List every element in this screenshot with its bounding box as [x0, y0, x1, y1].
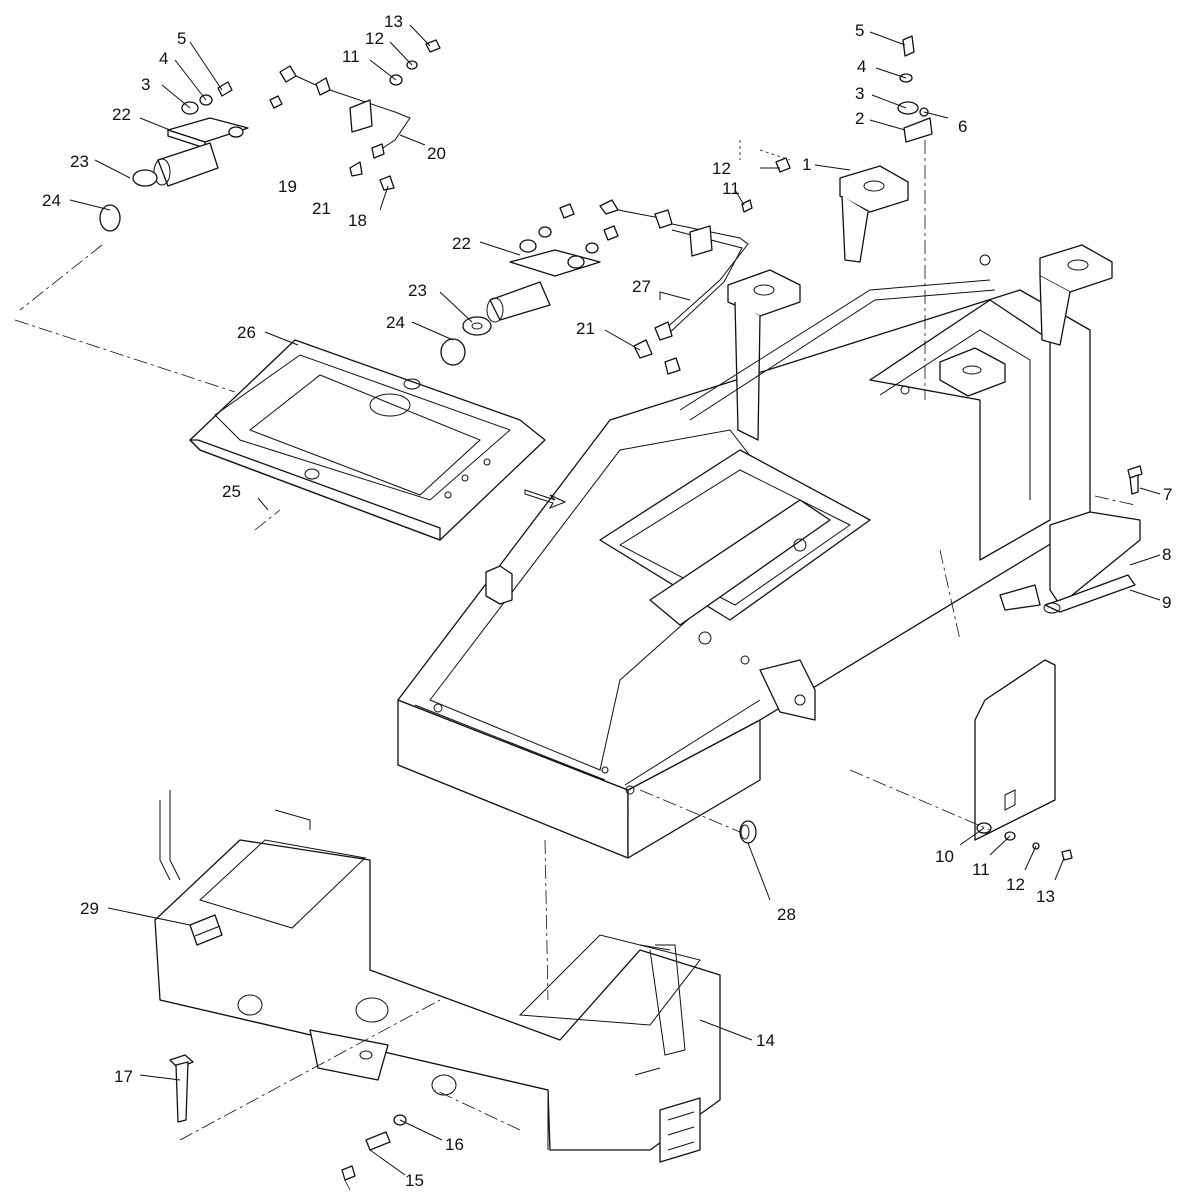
callout-22: 22 — [112, 105, 131, 124]
callout-12: 12 — [1006, 875, 1025, 894]
left-bushing-assembly — [99, 81, 283, 232]
callout-15: 15 — [405, 1171, 424, 1190]
callout-13b: 13 — [384, 12, 403, 31]
callout-28: 28 — [777, 905, 796, 924]
callout-6: 6 — [958, 117, 967, 136]
callout-23: 23 — [70, 152, 89, 171]
callout-3b: 3 — [141, 75, 150, 94]
center-hydraulic-line — [599, 157, 791, 375]
callout-21: 21 — [312, 199, 331, 218]
plug — [739, 820, 757, 844]
callout-24b: 24 — [386, 313, 405, 332]
callout-12c: 12 — [712, 159, 731, 178]
callout-labels: 1 2 3 4 5 6 7 8 9 10 11 12 13 14 15 16 1… — [42, 12, 1172, 1190]
main-frame — [397, 165, 1141, 859]
callout-4: 4 — [857, 57, 866, 76]
callout-5b: 5 — [177, 29, 186, 48]
callout-20: 20 — [427, 144, 446, 163]
bolt-washer — [341, 1114, 407, 1181]
callout-11b: 11 — [342, 47, 360, 66]
callout-16: 16 — [445, 1135, 464, 1154]
callout-3: 3 — [855, 84, 864, 103]
callout-24: 24 — [42, 191, 61, 210]
callout-2: 2 — [855, 109, 864, 128]
callout-10: 10 — [935, 847, 954, 866]
callout-5: 5 — [855, 21, 864, 40]
leader-lines — [69, 24, 1161, 1176]
callout-8: 8 — [1162, 545, 1171, 564]
callout-26: 26 — [237, 323, 256, 342]
left-hydraulic-line — [279, 39, 441, 191]
callout-11c: 11 — [722, 179, 740, 198]
center-bushing-assembly — [440, 203, 619, 366]
callout-25: 25 — [222, 482, 241, 501]
lock-pin — [169, 1054, 194, 1123]
callout-22b: 22 — [452, 234, 471, 253]
callout-9: 9 — [1162, 593, 1171, 612]
callout-11: 11 — [972, 860, 990, 879]
callout-14: 14 — [756, 1031, 775, 1050]
callout-1: 1 — [802, 155, 811, 174]
callout-17: 17 — [114, 1067, 133, 1086]
callout-19: 19 — [278, 177, 297, 196]
callout-7: 7 — [1163, 485, 1172, 504]
callout-13: 13 — [1036, 887, 1055, 906]
callout-12b: 12 — [365, 29, 384, 48]
callout-29: 29 — [80, 899, 99, 918]
callout-27: 27 — [632, 277, 651, 296]
callout-4b: 4 — [159, 49, 168, 68]
explode-centerlines — [14, 140, 1136, 1191]
bolt-and-pins — [1043, 465, 1143, 614]
callout-21b: 21 — [576, 319, 595, 338]
callout-23b: 23 — [408, 281, 427, 300]
callout-18: 18 — [348, 211, 367, 230]
counterweight — [154, 790, 721, 1163]
cab-mount-plate — [189, 339, 567, 541]
right-hardware-stack — [897, 35, 933, 143]
